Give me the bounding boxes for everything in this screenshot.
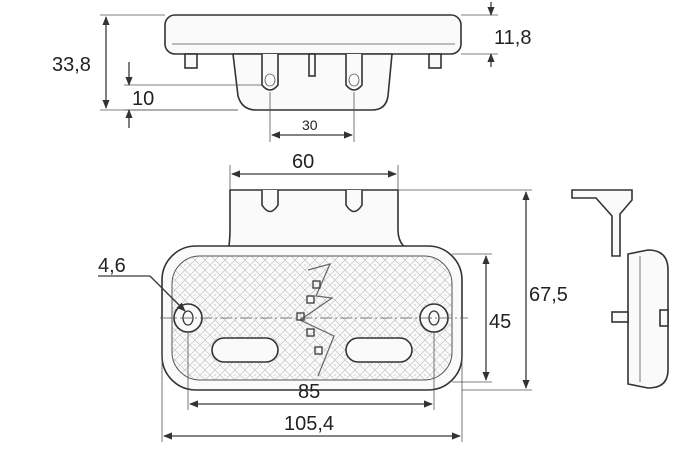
top-view-slot-right <box>348 73 360 87</box>
label-bracket-width: 60 <box>292 151 314 173</box>
front-view <box>160 189 468 391</box>
dimension-hole-spacing: 85 <box>187 332 435 410</box>
side-view-bracket <box>571 189 633 257</box>
dimension-bracket-width: 60 <box>229 151 399 190</box>
side-view <box>571 189 669 389</box>
led-5 <box>314 346 323 355</box>
label-lens-height: 45 <box>489 311 511 333</box>
front-view-bracket <box>227 189 421 255</box>
label-hole-spacing-top: 30 <box>302 117 318 133</box>
dimension-hole-spacing-top: 30 <box>269 92 355 142</box>
label-total-height: 33,8 <box>52 54 91 76</box>
label-hole-diameter: 4,6 <box>98 255 126 277</box>
dimension-lens-height: 45 <box>452 253 511 383</box>
label-bracket-height: 10 <box>132 88 154 110</box>
dimension-overall-width: 105,4 <box>161 318 463 442</box>
led-3 <box>296 312 305 321</box>
label-hole-spacing: 85 <box>298 381 320 403</box>
led-strip <box>298 263 335 377</box>
top-view-slot-left <box>264 73 276 87</box>
front-view-bracket-hole-left <box>261 190 279 213</box>
led-1 <box>312 280 321 289</box>
side-view-connector <box>611 311 629 323</box>
top-view-cable <box>308 53 316 77</box>
top-view <box>164 14 462 111</box>
led-4 <box>306 328 315 337</box>
label-lens-thickness: 11,8 <box>494 27 531 49</box>
dimension-overall-height: 67,5 <box>398 189 568 391</box>
dimension-lens-thickness: 11,8 <box>461 2 531 67</box>
top-view-lens <box>164 14 462 55</box>
top-view-bracket-hole-left <box>261 54 279 91</box>
label-overall-height: 67,5 <box>529 284 568 306</box>
top-view-peg-right <box>428 53 442 69</box>
dimension-hole-diameter: 4,6 <box>98 255 186 312</box>
dimension-bracket-height: 10 <box>124 62 262 128</box>
reflector-oval-right <box>345 337 413 363</box>
front-view-bracket-hole-right <box>345 190 363 213</box>
top-view-bracket-hole-right <box>345 54 363 91</box>
reflector-oval-left <box>211 337 279 363</box>
top-view-peg-left <box>184 53 198 69</box>
label-overall-width: 105,4 <box>284 413 334 435</box>
side-view-housing <box>627 249 669 389</box>
led-2 <box>306 295 315 304</box>
side-view-clip <box>659 309 669 327</box>
